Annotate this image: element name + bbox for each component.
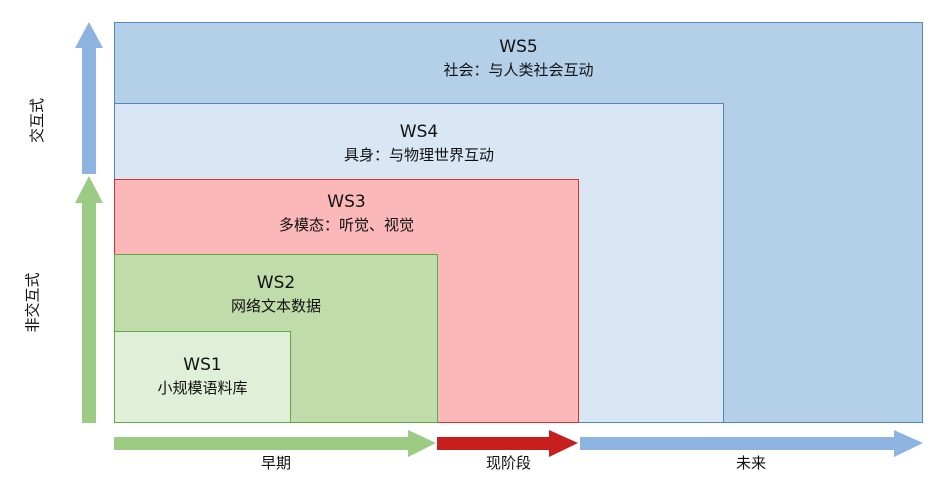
ws5-subtitle: 社会：与人类社会互动 — [443, 61, 594, 79]
ws2-title: WS2 — [256, 273, 296, 293]
ws3-subtitle: 多模态：听觉、视觉 — [278, 216, 414, 234]
x-label-present: 现阶段 — [485, 454, 531, 472]
label-ws3: WS3 多模态：听觉、视觉 — [114, 191, 579, 237]
ws2-subtitle: 网络文本数据 — [230, 297, 321, 315]
ws4-subtitle: 具身：与物理世界互动 — [343, 146, 494, 164]
x-arrow-early — [114, 430, 436, 457]
ws1-subtitle: 小规模语料库 — [157, 379, 248, 397]
x-arrow-future — [580, 430, 923, 457]
y-label-non-interactive: 非交互式 — [23, 272, 42, 333]
x-arrow-present — [437, 430, 578, 457]
label-ws4: WS4 具身：与物理世界互动 — [114, 121, 724, 167]
ws3-title: WS3 — [327, 192, 366, 212]
ws1-title: WS1 — [183, 355, 222, 375]
x-label-future: 未来 — [735, 454, 766, 472]
label-ws1: WS1 小规模语料库 — [114, 354, 291, 400]
x-label-early: 早期 — [260, 454, 291, 472]
label-ws5: WS5 社会：与人类社会互动 — [114, 36, 923, 82]
ws4-title: WS4 — [399, 122, 439, 142]
label-ws2: WS2 网络文本数据 — [114, 272, 438, 318]
ws5-title: WS5 — [499, 37, 538, 57]
y-arrow-non-interactive — [75, 176, 103, 423]
y-arrow-interactive — [75, 22, 103, 174]
box-ws1 — [114, 331, 291, 423]
y-label-interactive: 交互式 — [28, 97, 47, 144]
